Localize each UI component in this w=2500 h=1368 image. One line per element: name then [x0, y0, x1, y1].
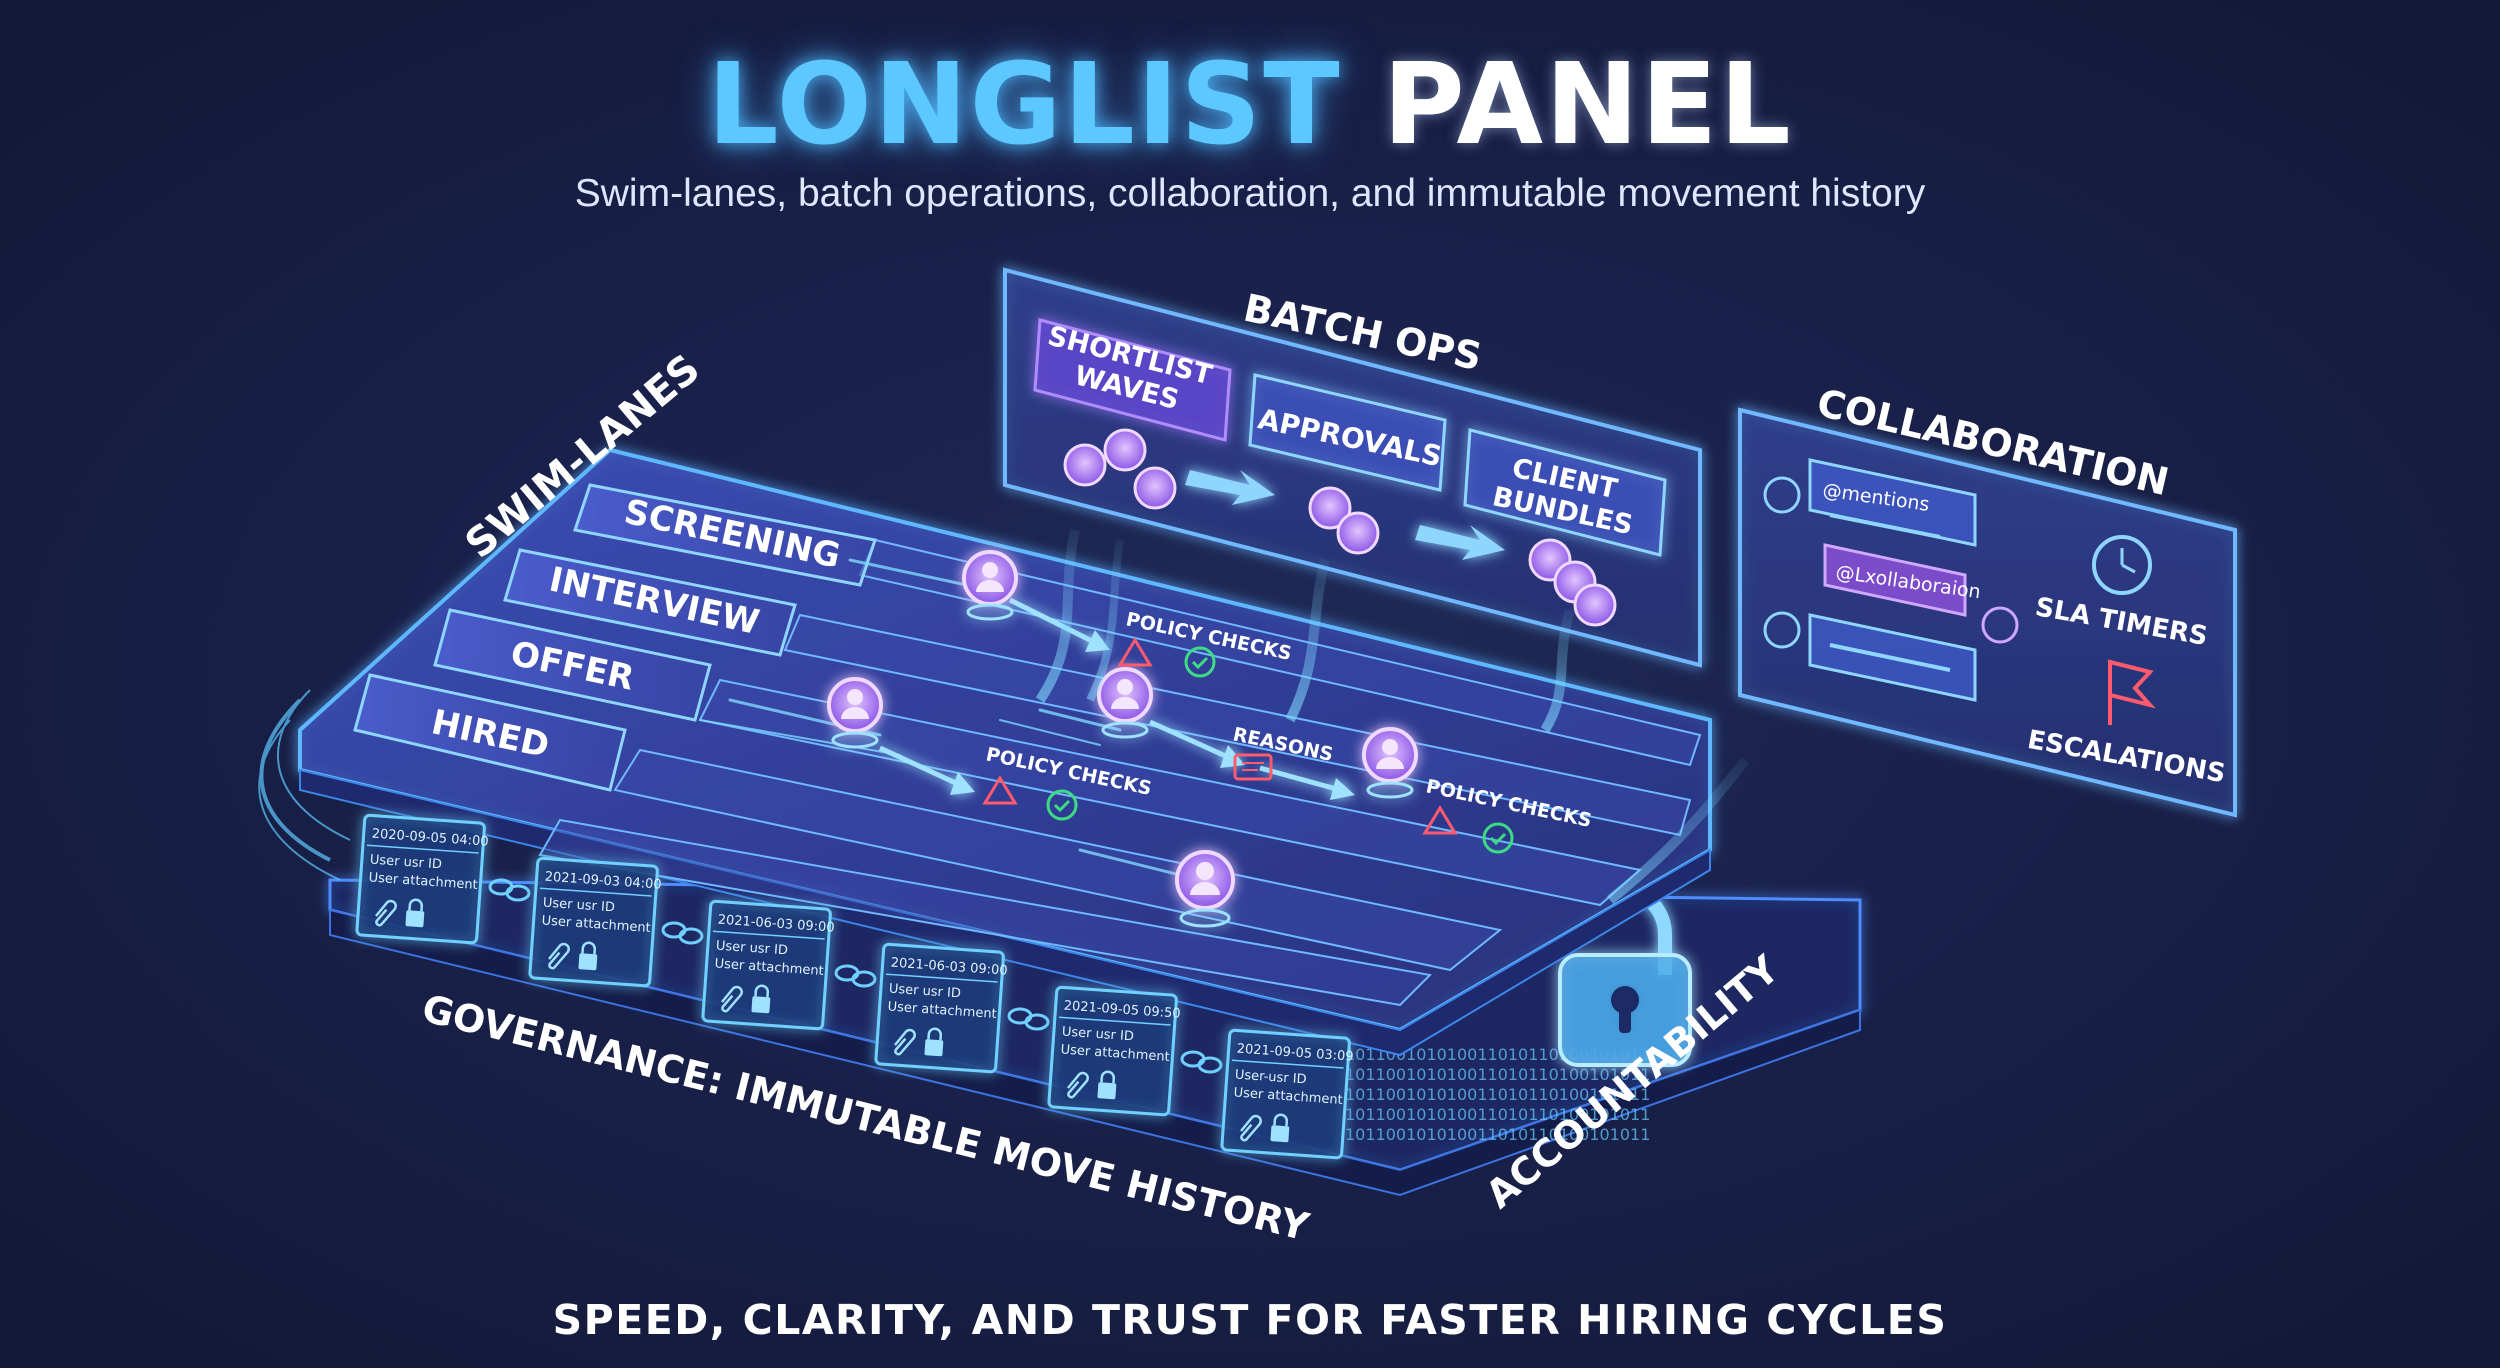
record-user: User usr ID [715, 938, 788, 958]
batch-candidate-cluster [1528, 538, 1617, 733]
message-bubble[interactable] [1763, 611, 1977, 702]
record-user: User usr ID [542, 895, 615, 915]
record-user: User usr ID [1061, 1024, 1134, 1044]
record-user: User usr ID [369, 852, 442, 872]
avatar-icon [1981, 606, 2019, 644]
candidate-node[interactable] [1097, 667, 1153, 739]
batch-candidate-cluster [1285, 486, 1380, 723]
paperclip-icon [375, 899, 397, 927]
check-icon [1482, 822, 1514, 854]
chain-link-icon [1007, 1007, 1050, 1031]
lock-icon [751, 984, 771, 1014]
reason-note-icon [1233, 753, 1273, 781]
binary-text: 101100101010011010110100101011 [1345, 1125, 1650, 1144]
page-subtitle: Swim-lanes, batch operations, collaborat… [574, 172, 1926, 215]
avatar-icon [1763, 611, 1801, 649]
paperclip-icon [721, 985, 743, 1013]
lock-icon [1270, 1113, 1290, 1143]
paperclip-icon [1067, 1071, 1089, 1099]
avatar-icon [1763, 476, 1801, 514]
candidate-node[interactable] [827, 677, 883, 749]
title-accent: LONGLIST [707, 40, 1342, 170]
candidate-node[interactable] [1362, 727, 1418, 799]
footer-tagline: SPEED, CLARITY, AND TRUST FOR FASTER HIR… [552, 1296, 1948, 1344]
candidate-node[interactable] [1175, 850, 1235, 928]
lock-icon [1097, 1070, 1117, 1100]
batch-step-client-bundles[interactable]: CLIENT BUNDLES [1463, 428, 1667, 557]
lock-icon [578, 941, 598, 971]
paperclip-icon [1240, 1114, 1262, 1142]
candidate-node[interactable] [962, 550, 1018, 621]
chain-link-icon [661, 921, 704, 945]
flow-arrows [878, 597, 1355, 800]
batch-candidate-cluster [1035, 428, 1177, 703]
lock-icon [924, 1027, 944, 1057]
binary-text: 101100101010011010110100101011 [1345, 1105, 1650, 1124]
chain-link-icon [834, 964, 877, 988]
record-user: User usr ID [888, 981, 961, 1001]
binary-text: 101100101010011010110100101011 [1345, 1085, 1650, 1104]
batch-arrows [1185, 470, 1505, 560]
clock-icon [2092, 535, 2152, 595]
lane-tab-hired[interactable]: HIRED [353, 673, 627, 792]
check-icon [1046, 789, 1078, 821]
check-icon [1184, 646, 1216, 678]
collab-stream [1606, 756, 1749, 904]
warning-icon [982, 775, 1018, 805]
chain-link-icon [1180, 1050, 1223, 1074]
page-title: LONGLIST PANEL [0, 40, 2500, 170]
mention-bubble[interactable]: @mentions [1763, 458, 1977, 547]
paperclip-icon [894, 1028, 916, 1056]
record-user: User-usr ID [1234, 1067, 1307, 1087]
lock-icon [405, 898, 425, 928]
binary-text: 101100101010011010110100101011 [1345, 1065, 1650, 1084]
warning-icon [1117, 637, 1153, 667]
chain-link-icon [488, 878, 531, 902]
warning-icon [1422, 805, 1458, 835]
title-rest: PANEL [1382, 40, 1793, 170]
paperclip-icon [548, 942, 570, 970]
left-glow-swirl [258, 689, 351, 881]
